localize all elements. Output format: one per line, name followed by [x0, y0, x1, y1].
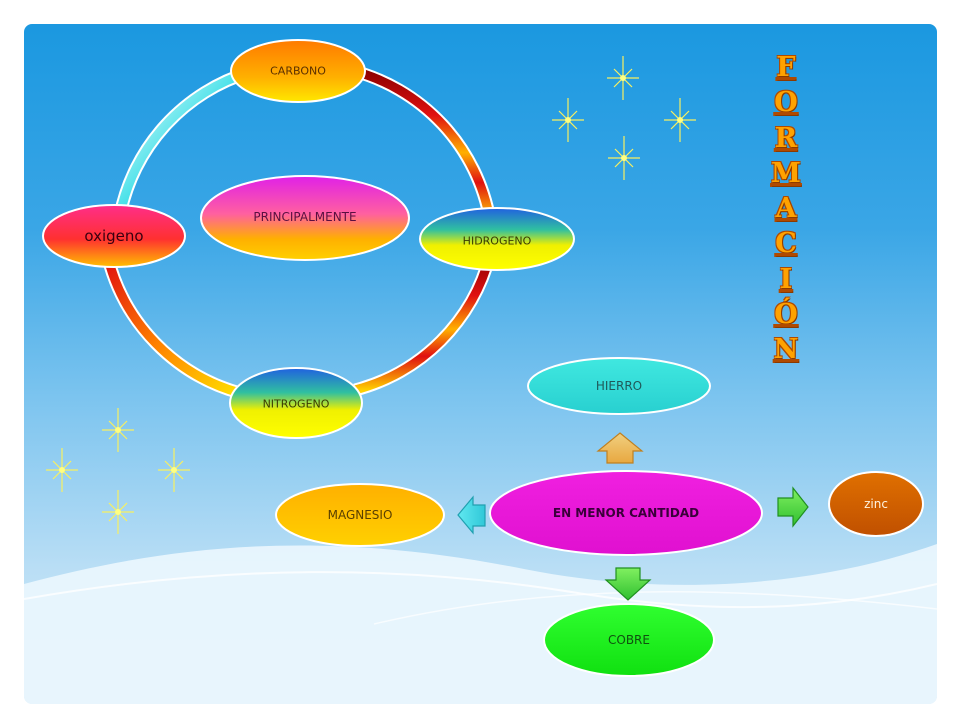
title-letter: Ó	[774, 299, 798, 331]
node-hidrogeno: HIDROGENO	[419, 207, 575, 271]
node-oxigeno-label: oxigeno	[84, 227, 143, 245]
node-magnesio-label: MAGNESIO	[328, 508, 393, 522]
title-letter: R	[774, 122, 798, 154]
node-nitrogeno: NITROGENO	[229, 367, 363, 439]
node-zinc: zinc	[828, 471, 924, 537]
title-letter: F	[776, 52, 796, 83]
node-nitrogeno-label: NITROGENO	[263, 398, 330, 411]
node-hierro: HIERRO	[527, 357, 711, 415]
arrow-up-icon	[596, 432, 644, 464]
cycle-ring	[101, 63, 497, 400]
background-wave	[24, 544, 937, 704]
node-hidrogeno-label: HIDROGENO	[463, 235, 532, 248]
node-cobre: COBRE	[543, 603, 715, 677]
node-principalmente: PRINCIPALMENTE	[200, 175, 410, 261]
node-hierro-label: HIERRO	[596, 379, 642, 393]
title-letter: M	[771, 157, 801, 189]
node-carbono: CARBONO	[230, 39, 366, 103]
node-cobre-label: COBRE	[608, 633, 650, 647]
node-zinc-label: zinc	[864, 497, 888, 511]
title-letter: C	[775, 228, 797, 260]
arrow-left-icon	[457, 495, 486, 535]
node-magnesio: MAGNESIO	[275, 483, 445, 547]
node-oxigeno: oxigeno	[42, 204, 186, 268]
title-letter: O	[774, 87, 798, 119]
arrow-down-icon	[604, 567, 652, 601]
title-formacion: F O R M A C I Ó N	[764, 50, 808, 368]
arrow-right-icon	[777, 486, 809, 528]
title-letter: N	[773, 334, 799, 366]
sparkle-icon	[46, 56, 696, 534]
node-carbono-label: CARBONO	[270, 65, 326, 78]
node-en-menor-cantidad: EN MENOR CANTIDAD	[489, 470, 763, 556]
title-letter: A	[775, 193, 797, 225]
node-en-menor-cantidad-label: EN MENOR CANTIDAD	[553, 506, 699, 520]
node-principalmente-label: PRINCIPALMENTE	[253, 210, 356, 224]
title-letter: I	[779, 263, 793, 295]
